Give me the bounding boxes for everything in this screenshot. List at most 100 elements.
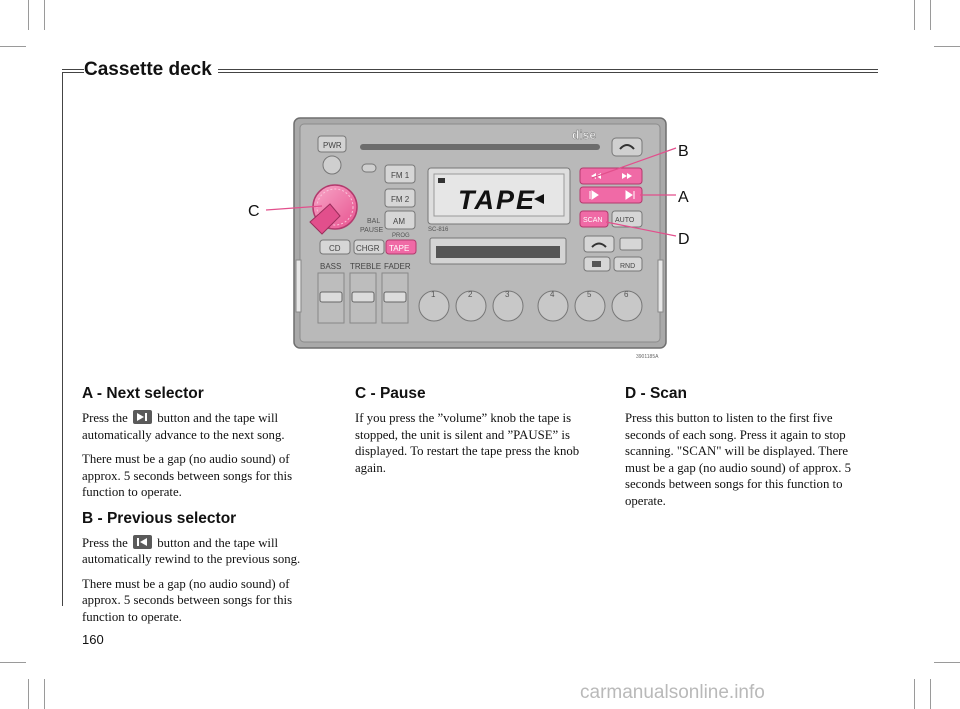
figure-ref-code: 3901185A [636, 354, 659, 360]
fader-slider[interactable] [383, 291, 407, 303]
crop-mark [44, 0, 45, 30]
cassette-door [436, 246, 560, 258]
aux-button[interactable] [619, 237, 643, 251]
fm2-button-label: FM 2 [391, 195, 410, 204]
preset-label: 6 [624, 290, 629, 299]
power-button[interactable] [317, 135, 347, 153]
callout-line-c [265, 205, 323, 211]
power-knob[interactable] [322, 155, 342, 175]
cd-button-label: CD [329, 244, 341, 253]
heading-next-selector: A - Next selector [82, 385, 204, 402]
pause-label: PAUSE [360, 227, 384, 234]
callout-label-c: C [248, 203, 260, 220]
brand-logo: dise [572, 128, 596, 142]
header-rule [62, 69, 878, 70]
am-button[interactable] [384, 210, 416, 230]
crop-mark [914, 679, 915, 709]
crop-mark [934, 46, 960, 47]
auto-button-label: AUTO [615, 217, 635, 224]
callout-label-b: B [678, 143, 689, 160]
text-run: button and the tape will automatically r… [82, 535, 301, 567]
preset-label: 5 [587, 290, 592, 299]
callout-line-d [605, 221, 677, 237]
preset-buttons: 1 2 3 4 5 6 [418, 290, 643, 322]
crop-mark [914, 0, 915, 30]
column-middle: C - Pause If you press the ”volume” knob… [355, 384, 591, 484]
text-run: button and the tape will automatically a… [82, 411, 285, 442]
rewind-button[interactable] [579, 167, 643, 185]
cassette-deck-illustration: dise PWR FM 1 FM 2 AM BAL PAUSE PROG CD … [240, 110, 720, 365]
text-run: Press the [82, 411, 128, 425]
pause-press-arrow [309, 203, 341, 235]
eject-button[interactable] [611, 137, 643, 157]
chgr-button-label: CHGR [356, 244, 380, 253]
bass-slider[interactable] [319, 291, 343, 303]
rnd-button-label: RND [620, 263, 635, 270]
model-label: SC-816 [428, 227, 449, 233]
page-title: Cassette deck [84, 58, 218, 82]
power-button-label: PWR [323, 141, 342, 150]
treble-slider[interactable] [351, 291, 375, 303]
skip-previous-icon [133, 534, 153, 549]
preset-label: 4 [550, 290, 555, 299]
scan-button[interactable] [579, 210, 609, 228]
preset-button[interactable] [537, 290, 569, 322]
paragraph: There must be a gap (no audio sound) of … [82, 576, 293, 624]
balance-label: BAL [367, 218, 380, 225]
rnd-button[interactable] [613, 256, 643, 272]
skip-next-icon [625, 190, 635, 200]
text-run: Press the [82, 535, 128, 550]
paragraph: Press the button and the tape will autom… [82, 534, 318, 568]
preset-button[interactable] [574, 290, 606, 322]
callout-label-d: D [678, 231, 690, 248]
fm1-button[interactable] [384, 164, 416, 184]
auto-button[interactable] [611, 210, 643, 228]
preset-label: 1 [431, 290, 436, 299]
crop-mark [28, 0, 29, 30]
watermark: carmanualsonline.info [580, 682, 765, 703]
indicator-led [361, 163, 377, 173]
tape-indicator-icon [438, 178, 445, 183]
eject-icon [619, 144, 635, 150]
play-direction-icon [534, 194, 544, 204]
column-right: D - Scan Press this button to listen to … [625, 384, 861, 517]
crop-mark [934, 662, 960, 663]
skip-previous-icon [589, 190, 599, 200]
phone-icon [591, 242, 607, 248]
preset-button[interactable] [611, 290, 643, 322]
callout-line-b [591, 147, 677, 179]
chgr-button[interactable] [353, 239, 385, 255]
repeat-icon [592, 261, 601, 267]
paragraph: If you press the ”volume” knob the tape … [355, 411, 580, 475]
side-rail [657, 259, 664, 313]
crop-mark [930, 0, 931, 30]
section-header: Cassette deck [62, 58, 878, 82]
crop-mark [930, 679, 931, 709]
preset-button[interactable] [492, 290, 524, 322]
tape-button[interactable] [385, 239, 417, 255]
prog-label: PROG [392, 233, 410, 239]
paragraph: Press the button and the tape will autom… [82, 410, 318, 443]
page-number: 160 [82, 632, 104, 647]
treble-label: TREBLE [350, 262, 381, 271]
fast-forward-icon [622, 173, 632, 179]
crop-mark [0, 662, 26, 663]
scan-button-label: SCAN [583, 217, 602, 224]
heading-scan: D - Scan [625, 385, 688, 402]
skip-next-icon [133, 410, 153, 424]
preset-label: 2 [468, 290, 473, 299]
tape-button-label: TAPE [389, 244, 409, 253]
fm2-button[interactable] [384, 188, 416, 208]
fader-label: FADER [384, 262, 411, 271]
am-button-label: AM [393, 217, 405, 226]
preset-button[interactable] [418, 290, 450, 322]
paragraph: Press this button to listen to the first… [625, 411, 852, 508]
callout-label-a: A [678, 189, 689, 206]
cd-button[interactable] [319, 239, 351, 255]
side-rail [295, 259, 302, 313]
preset-button[interactable] [455, 290, 487, 322]
bass-label: BASS [320, 262, 341, 271]
display-text: TAPE [458, 185, 536, 215]
fm1-button-label: FM 1 [391, 171, 410, 180]
header-rule [62, 72, 878, 73]
